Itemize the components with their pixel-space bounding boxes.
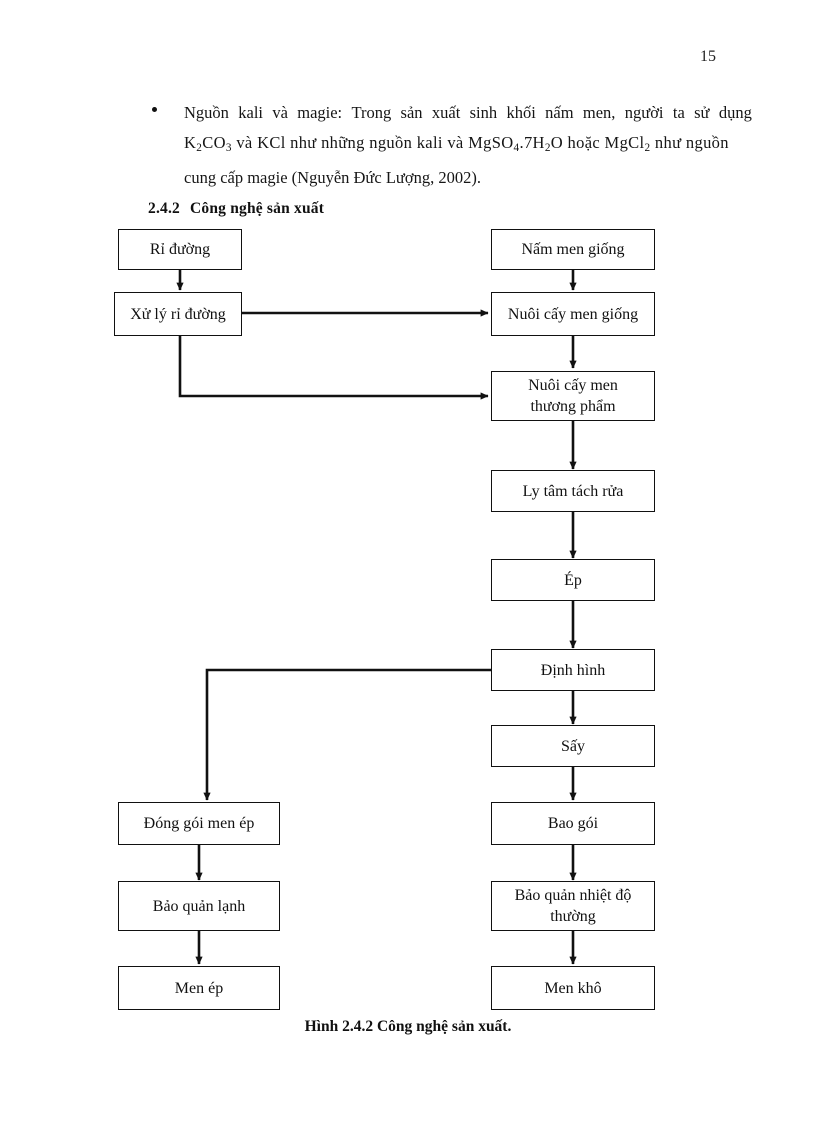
bullet-paragraph: Nguồn kali và magie: Trong sản xuất sinh… [152, 98, 752, 193]
flow-node-bao-goi[interactable]: Bao gói [491, 802, 655, 845]
flow-node-label: Ly tâm tách rửa [522, 482, 624, 500]
bullet-line-1: Nguồn kali và magie: Trong sản xuất sinh… [184, 98, 752, 128]
flow-node-label: Đóng gói men ép [143, 815, 255, 832]
word: magie: [297, 103, 343, 122]
flow-node-label: Sấy [561, 737, 585, 755]
flow-node-dong-goi-men-ep[interactable]: Đóng gói men ép [118, 802, 280, 845]
flow-node-ep[interactable]: Ép [491, 559, 655, 601]
flow-node-bao-quan-nhiet-do-thuong[interactable]: Bảo quản nhiệt độ thường [491, 881, 655, 931]
formula-co: CO [202, 133, 226, 152]
flow-node-label: Men ép [174, 979, 224, 997]
word: khối [506, 103, 536, 122]
word: men, [582, 103, 616, 122]
page-number: 15 [700, 48, 716, 65]
flow-node-label: Bao gói [547, 815, 599, 832]
word: người [624, 103, 664, 122]
formula-sub: 4 [513, 142, 520, 155]
flow-node-label: Xử lý rỉ đường [130, 305, 226, 323]
flow-node-ly-tam-tach-rua[interactable]: Ly tâm tách rửa [491, 470, 655, 512]
word: và [272, 103, 288, 122]
line2-text-a: và KCl như những nguồn kali và MgSO [231, 133, 514, 152]
flow-node-men-kho[interactable]: Men khô [491, 966, 655, 1010]
line2-text-c: O hoặc MgCl [550, 133, 645, 152]
flow-node-dinh-hinh[interactable]: Định hình [491, 649, 655, 691]
arrow-dinh-hinh-to-dong-goi [203, 668, 491, 801]
word: kali [238, 103, 263, 122]
word: nấm [545, 103, 574, 122]
flow-node-nuoi-cay-men-giong[interactable]: Nuôi cấy men giống [491, 292, 655, 336]
word: sản [400, 103, 423, 122]
formula-sub: 2 [644, 142, 651, 155]
flow-node-label: Định hình [540, 661, 606, 679]
flow-node-xu-ly-ri-duong[interactable]: Xử lý rỉ đường [114, 292, 242, 336]
flow-node-label: Nấm men giống [521, 241, 625, 258]
line2-text-d: như nguồn [650, 133, 729, 152]
section-title: Công nghệ sản xuất [190, 200, 325, 217]
figure-caption: Hình 2.4.2 Công nghệ sản xuất. [304, 1018, 512, 1035]
flow-node-label: Ép [564, 571, 582, 589]
bullet-dot-icon [152, 107, 157, 112]
formula-k2co3-k: K [184, 133, 197, 152]
word: Nguồn [184, 103, 229, 122]
word: sinh [469, 103, 498, 122]
formula-sub: 2 [196, 142, 203, 155]
flow-node-nam-men-giong[interactable]: Nấm men giống [491, 229, 655, 270]
flow-node-nuoi-cay-men-thuong-pham[interactable]: Nuôi cấy men thương phẩm [491, 371, 655, 421]
flow-node-bao-quan-lanh[interactable]: Bảo quản lạnh [118, 881, 280, 931]
flow-node-label: Nuôi cấy men thương phẩm [528, 377, 618, 415]
flow-node-label: Nuôi cấy men giống [507, 305, 639, 323]
flow-node-label: Men khô [544, 979, 602, 997]
flow-node-men-ep[interactable]: Men ép [118, 966, 280, 1010]
bullet-line-2: K2CO3 và KCl như những nguồn kali và MgS… [184, 128, 752, 163]
word: Trong [351, 103, 392, 122]
line2-text-b: .7H [519, 133, 545, 152]
word: xuất [431, 103, 461, 122]
bullet-text: Nguồn kali và magie: Trong sản xuất sinh… [184, 98, 752, 193]
bullet-line-3: cung cấp magie (Nguyễn Đức Lượng, 2002). [184, 168, 481, 188]
flow-node-label: Bảo quản lạnh [152, 897, 246, 915]
section-number: 2.4.2 [148, 200, 180, 217]
word: ta [672, 103, 685, 122]
flow-node-say[interactable]: Sấy [491, 725, 655, 767]
section-heading: 2.4.2 Công nghệ sản xuất [148, 200, 324, 218]
word: dụng [718, 103, 752, 122]
formula-sub: 3 [225, 142, 232, 155]
flow-node-label: Bảo quản nhiệt độ thường [514, 887, 632, 925]
formula-sub: 2 [544, 142, 551, 155]
arrow-xu-ly-to-men-tp [178, 336, 489, 400]
flow-node-label: Rỉ đường [149, 241, 211, 258]
word: sử [694, 103, 710, 122]
flow-node-ri-duong[interactable]: Rỉ đường [118, 229, 242, 270]
